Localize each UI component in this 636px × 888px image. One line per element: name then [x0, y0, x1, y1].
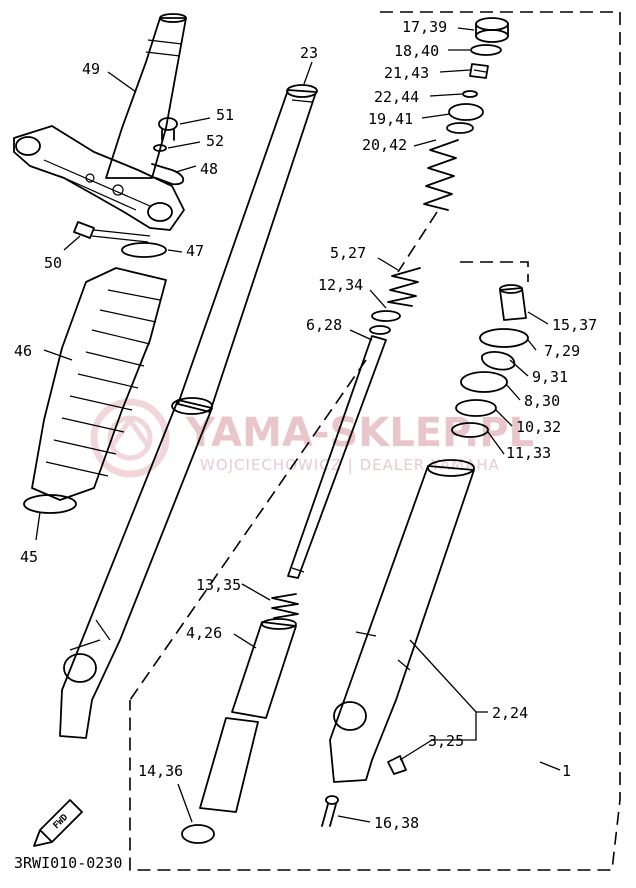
fork-spring — [423, 139, 459, 211]
oil-seal-8 — [460, 371, 508, 393]
label-47: 47 — [186, 242, 204, 260]
spring-seat-19 — [448, 103, 484, 121]
watermark-title: YAMA-SKLEP.PL — [185, 410, 534, 456]
boot-clamp-47 — [121, 242, 167, 258]
label-20-42: 20,42 — [362, 136, 407, 154]
label-10-32: 10,32 — [516, 418, 561, 436]
label-13-35: 13,35 — [196, 576, 241, 594]
label-18-40: 18,40 — [394, 42, 439, 60]
rebound-spring — [271, 593, 299, 619]
label-46: 46 — [14, 342, 32, 360]
bolt-16 — [321, 795, 339, 827]
label-48: 48 — [200, 160, 218, 178]
clip-48 — [151, 163, 185, 186]
bushing-11 — [451, 422, 489, 438]
label-19-41: 19,41 — [368, 110, 413, 128]
nut-21 — [469, 63, 489, 79]
label-9-31: 9,31 — [532, 368, 568, 386]
clip-9 — [481, 351, 515, 371]
label-5-27: 5,27 — [330, 244, 366, 262]
label-7-29: 7,29 — [544, 342, 580, 360]
label-12-34: 12,34 — [318, 276, 363, 294]
damper-dash-link — [129, 359, 367, 701]
boot-clamp-45 — [23, 494, 77, 514]
watermark: YAMA-SKLEP.PL WOJCIECHOWICZ | DEALER YAM… — [90, 398, 534, 478]
label-15-37: 15,37 — [552, 316, 597, 334]
oil-seal-7 — [479, 328, 529, 348]
washer-52 — [153, 144, 167, 152]
label-14-36: 14,36 — [138, 762, 183, 780]
screw-3 — [387, 755, 407, 775]
assembly-boundary-outer — [129, 11, 621, 871]
bolt-51 — [158, 117, 178, 141]
label-6-28: 6,28 — [306, 316, 342, 334]
watermark-logo — [90, 398, 170, 478]
assembly-boundary-inner — [460, 261, 529, 282]
under-bracket — [13, 125, 185, 231]
label-1: 1 — [562, 762, 571, 780]
o-ring-22 — [462, 90, 478, 98]
steering-stem — [105, 13, 187, 179]
watermark-subtitle: WOJCIECHOWICZ | DEALER YAMAHA — [200, 456, 500, 474]
label-45: 45 — [20, 548, 38, 566]
damper-piece — [231, 618, 297, 719]
damper-rod — [287, 310, 401, 579]
label-49: 49 — [82, 60, 100, 78]
label-17-39: 17,39 — [402, 18, 447, 36]
right-outer-tube — [329, 459, 475, 783]
inner-tube — [177, 84, 318, 413]
washer-20 — [446, 122, 474, 134]
diagram-code: 3RWI010-0230 — [14, 854, 122, 872]
label-23: 23 — [300, 44, 318, 62]
dust-seal-15 — [499, 284, 527, 321]
label-52: 52 — [206, 132, 224, 150]
cap-bolt-17 — [475, 17, 509, 43]
o-ring-18 — [470, 44, 502, 56]
spring-5 — [387, 267, 421, 307]
washer-10 — [455, 399, 497, 417]
label-8-30: 8,30 — [524, 392, 560, 410]
spring-dash-link — [397, 211, 438, 273]
oil-lock-piece — [181, 824, 215, 844]
fork-boot — [31, 267, 167, 501]
label-51: 51 — [216, 106, 234, 124]
label-21-43: 21,43 — [384, 64, 429, 82]
label-50: 50 — [44, 254, 62, 272]
bolt-50 — [73, 221, 151, 243]
fwd-arrow: FWD — [33, 799, 83, 847]
label-4-26: 4,26 — [186, 624, 222, 642]
leader-lines — [35, 27, 561, 823]
label-22-44: 22,44 — [374, 88, 419, 106]
label-3-25: 3,25 — [428, 732, 464, 750]
label-16-38: 16,38 — [374, 814, 419, 832]
part-labels: 49 51 52 48 50 47 46 45 23 17,39 18,40 2… — [14, 18, 597, 872]
label-11-33: 11,33 — [506, 444, 551, 462]
label-2-24: 2,24 — [492, 704, 528, 722]
cylinder-lower — [199, 717, 259, 813]
